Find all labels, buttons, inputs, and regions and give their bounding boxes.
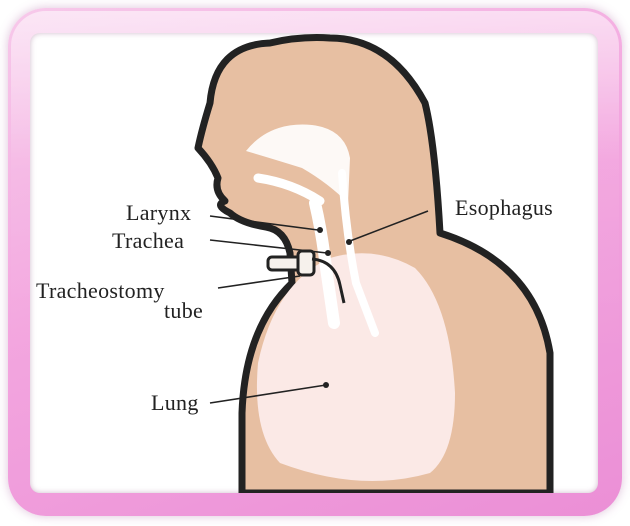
label-esophagus: Esophagus (455, 197, 553, 219)
label-tube: tube (164, 300, 203, 322)
pointer-dot-esophagus (346, 239, 352, 245)
label-larynx: Larynx (126, 202, 191, 224)
pointer-dot-lung (323, 382, 329, 388)
diagram-panel: Larynx Trachea Esophagus Tracheostomy tu… (30, 33, 598, 493)
label-lung: Lung (151, 392, 199, 414)
pointer-dot-larynx (317, 227, 323, 233)
label-tracheostomy: Tracheostomy (36, 280, 165, 302)
pointer-dot-trachea (325, 250, 331, 256)
label-trachea: Trachea (112, 230, 184, 252)
anatomy-illustration (30, 33, 598, 493)
